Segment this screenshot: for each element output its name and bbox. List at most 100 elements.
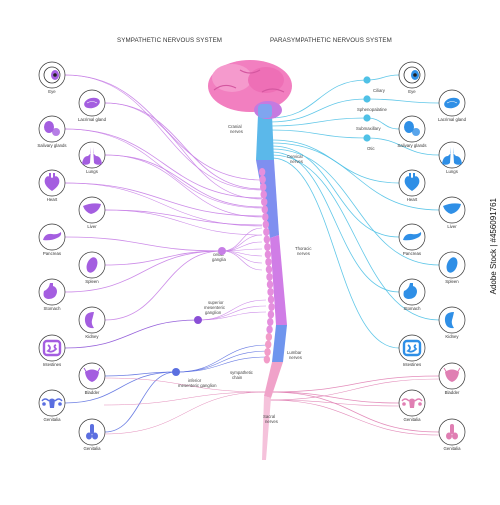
nerve-line <box>221 250 263 264</box>
left-organ-3: Lungs <box>78 141 106 174</box>
lumbar-segment <box>272 325 287 362</box>
bladder-icon <box>83 367 101 382</box>
nerve-line <box>269 117 368 127</box>
sphenopalatine-label: Sphenopalatine <box>357 107 387 112</box>
nerve-line <box>271 142 440 211</box>
lacrimal-gland-icon <box>444 97 460 109</box>
lumbar-label-2: nerves <box>289 355 302 360</box>
nerve-line <box>267 378 440 401</box>
cervical-label-2: nerves <box>290 159 303 164</box>
right-organ-label-1: Lacrimal gland <box>438 117 467 122</box>
female-genitalia-icon <box>401 398 423 408</box>
sympathetic-chain <box>258 168 275 364</box>
sup-mes-label-3: ganglion <box>205 310 222 315</box>
right-organ-7: Spleen <box>438 251 466 284</box>
right-organ-label-4: Heart <box>407 197 418 202</box>
chain-bead <box>265 265 273 274</box>
left-organ-label-12: Genitalia <box>44 417 62 422</box>
right-organ-6: Pancreas <box>398 223 426 256</box>
nerve-line <box>64 319 199 349</box>
nerve-line <box>103 377 267 393</box>
stomach-icon <box>403 283 417 299</box>
cauda-segment <box>262 396 271 460</box>
nerve-line <box>269 129 368 139</box>
heart-icon <box>44 173 60 191</box>
right-organ-8: Stomach <box>398 278 426 311</box>
inf-mes-label-1: inferior <box>188 378 202 383</box>
left-organ-7: Spleen <box>78 251 106 284</box>
symp-chain-label-2: chain <box>232 375 243 380</box>
lacrimal-gland-icon <box>84 97 100 109</box>
male-genitalia-icon <box>86 424 98 440</box>
submaxillary-label: Submaxillary <box>356 126 381 131</box>
pancreas-icon <box>43 232 62 241</box>
thoracic-label-1: Thoracic <box>295 246 312 251</box>
nerve-line <box>175 344 269 373</box>
chain-bead <box>267 288 274 296</box>
nerve-line <box>103 391 267 435</box>
nerve-line <box>103 391 267 406</box>
sup-mes-label-1: superior <box>208 300 224 305</box>
ganglion-nodes <box>172 76 371 376</box>
nerve-line <box>175 356 269 373</box>
nerve-line <box>104 102 263 190</box>
para-ganglia-labels: Ciliary Sphenopalatine Submaxillary Otic <box>356 88 387 151</box>
nerve-line <box>64 128 263 199</box>
para-ganglion-3 <box>363 134 371 142</box>
chain-bead <box>265 333 273 341</box>
liver-icon <box>83 203 101 214</box>
chain-bead <box>261 198 268 206</box>
chain-bead <box>266 280 274 289</box>
nerve-line <box>64 236 223 252</box>
inf-mes-label-2: mesenteric ganglion <box>178 383 217 388</box>
kidney-icon <box>84 312 94 329</box>
chain-bead <box>263 228 270 236</box>
chain-bead <box>263 355 271 364</box>
pancreas-icon <box>403 232 422 241</box>
right-organ-9: Kidney <box>438 306 466 339</box>
right-organ-12: Genitalia <box>398 389 426 422</box>
nerve-line <box>175 350 269 373</box>
salivary-glands-icon <box>44 121 60 136</box>
nerve-line <box>366 137 440 156</box>
celiac-ganglion <box>218 247 226 255</box>
intestines-icon <box>42 339 62 357</box>
right-organ-label-5: Liver <box>447 224 457 229</box>
chain-bead <box>258 168 266 176</box>
parasympathetic-header: PARASYMPATHETIC NERVOUS SYSTEM <box>270 37 392 44</box>
chain-bead <box>259 183 267 191</box>
left-organ-label-8: Stomach <box>44 306 62 311</box>
chain-bead <box>259 175 266 184</box>
nerve-line <box>271 148 440 266</box>
right-organ-label-6: Pancreas <box>403 251 421 256</box>
liver-icon <box>443 203 461 214</box>
chain-bead <box>262 213 269 221</box>
nerve-line <box>197 311 267 321</box>
cranial-label-2: nerves <box>230 129 243 134</box>
nerve-line <box>267 399 440 436</box>
sacral-segment <box>264 362 283 398</box>
right-organ-2: Salivary glands <box>397 115 427 148</box>
chain-bead <box>262 220 270 229</box>
right-organ-label-9: Kidney <box>445 334 459 339</box>
chain-bead <box>267 318 274 326</box>
right-organ-label-2: Salivary glands <box>397 143 426 148</box>
right-organ-label-10: Intestines <box>403 362 421 367</box>
right-organ-13: Genitalia <box>438 418 466 451</box>
para-ganglion-1 <box>363 95 371 103</box>
left-organ-label-10: Intestines <box>43 362 61 367</box>
nerve-line <box>104 209 263 226</box>
chain-bead <box>263 235 271 244</box>
nerve-line <box>64 74 263 181</box>
symp-chain-label-1: sympathetic <box>230 370 254 375</box>
left-organ-0: Eye <box>38 61 66 94</box>
nerve-line <box>269 391 440 433</box>
left-organ-label-9: Kidney <box>85 334 99 339</box>
left-organ-11: Bladder <box>78 362 106 395</box>
